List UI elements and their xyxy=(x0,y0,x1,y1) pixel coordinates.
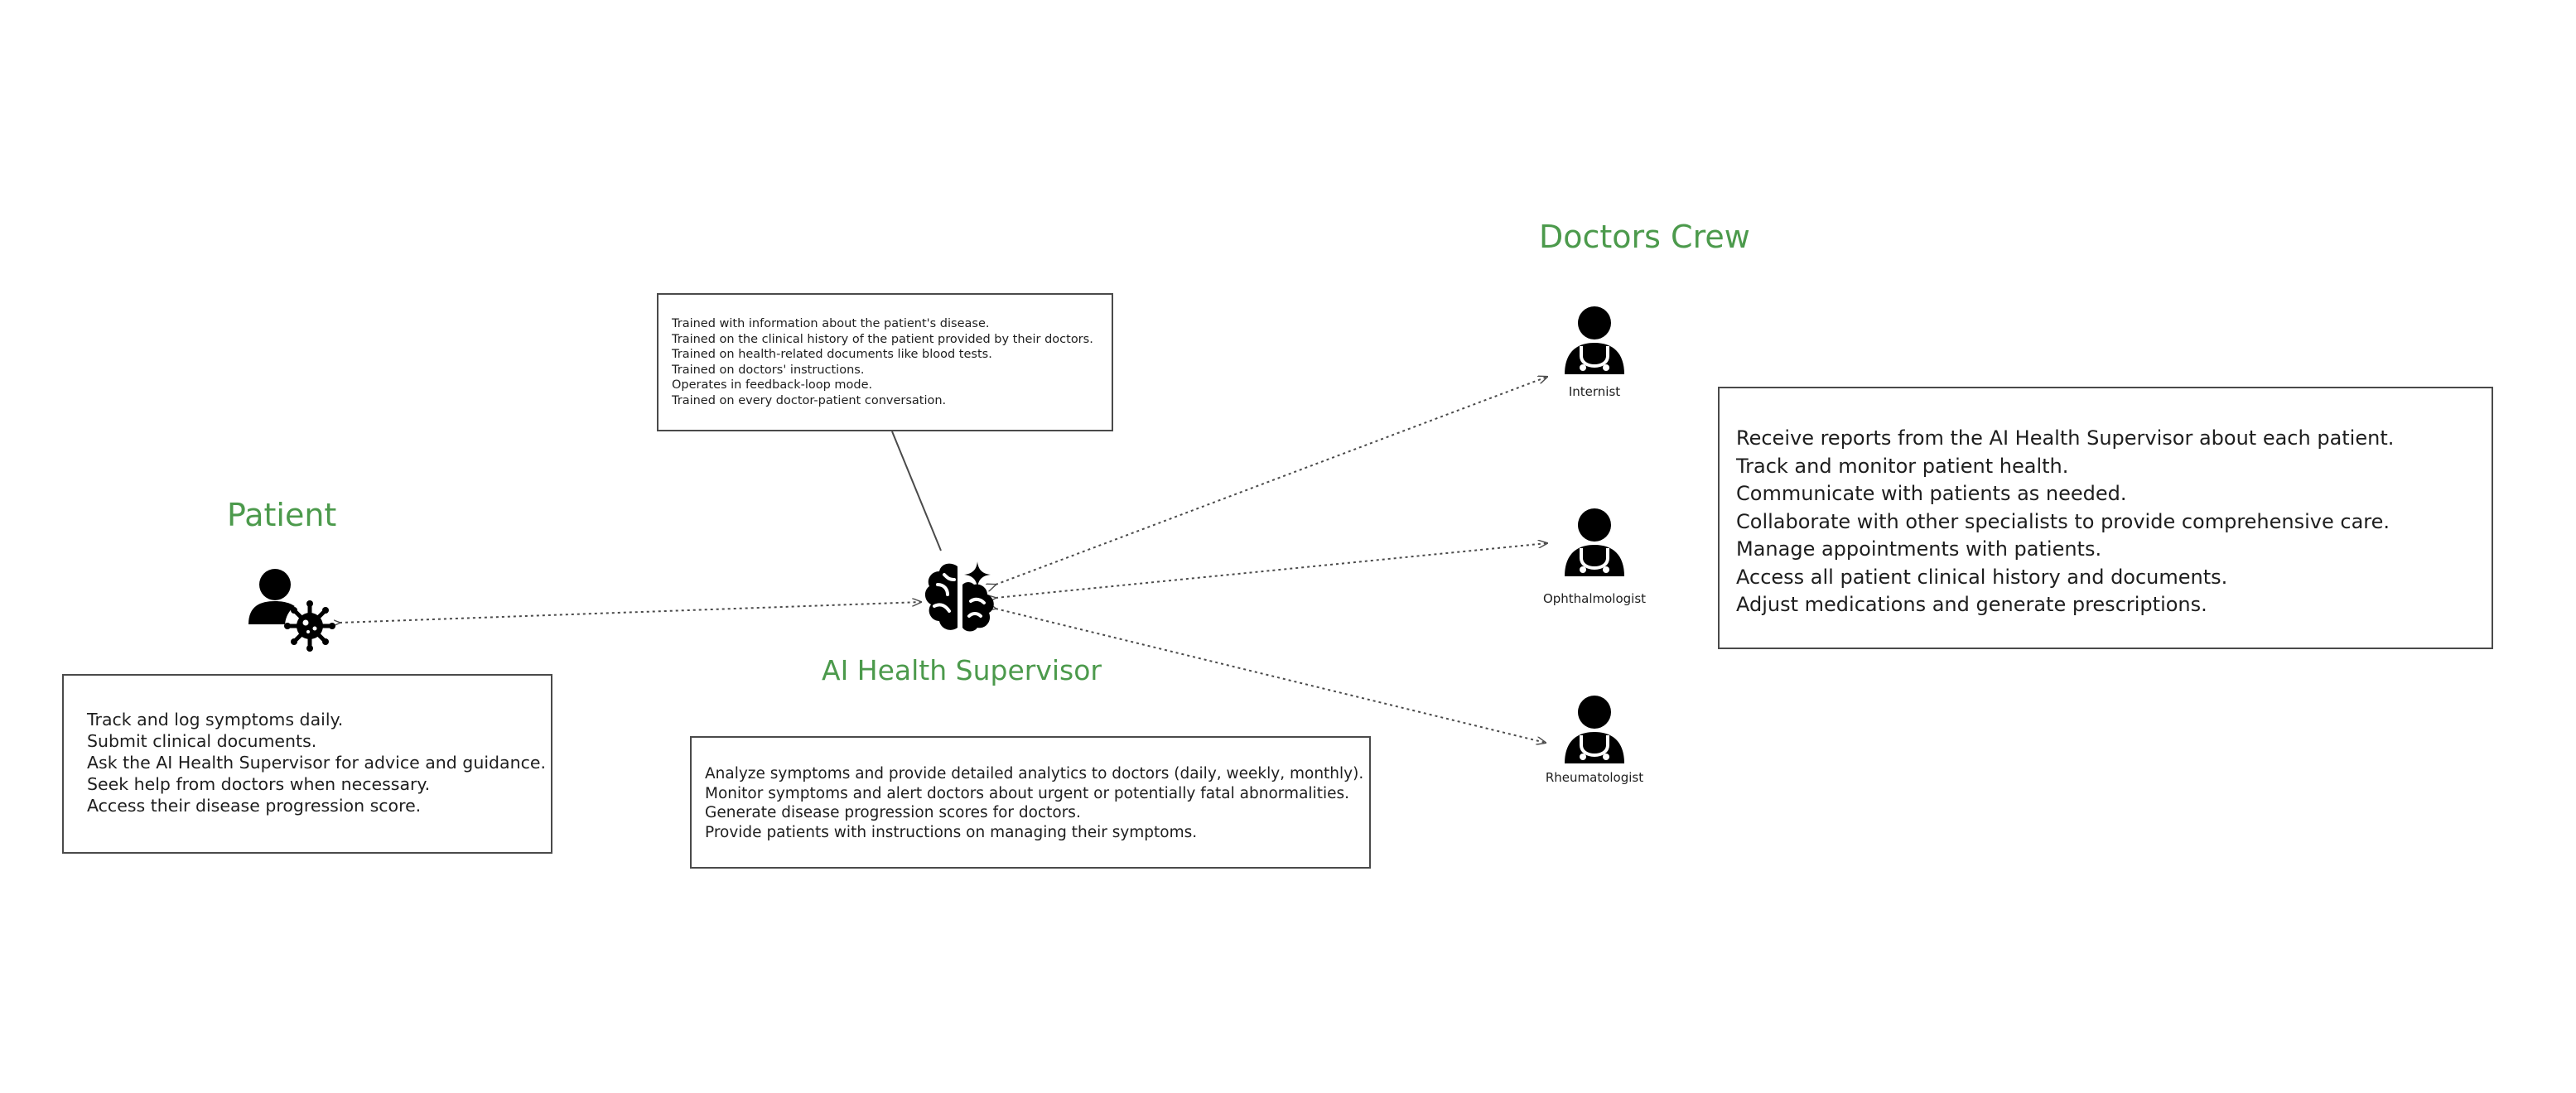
list-item: Communicate with patients as needed. xyxy=(1736,482,2127,505)
list-item: Trained on the clinical history of the p… xyxy=(672,332,1093,346)
patient-virus-icon xyxy=(245,565,338,654)
doctor-label-ophthalmologist: Ophthalmologist xyxy=(1542,591,1647,606)
list-item: Access all patient clinical history and … xyxy=(1736,565,2228,589)
list-item: Generate disease progression scores for … xyxy=(705,804,1081,821)
list-item: Manage appointments with patients. xyxy=(1736,537,2102,561)
patient-supervisor-arrow xyxy=(340,602,921,623)
list-item: Trained on doctors' instructions. xyxy=(672,363,865,377)
supervisor-functions-list: Analyze symptoms and provide detailed an… xyxy=(705,764,1369,842)
list-item: Seek help from doctors when necessary. xyxy=(87,774,431,794)
doctors-title: Doctors Crew xyxy=(1539,219,1750,255)
doctor-label-internist: Internist xyxy=(1568,384,1621,399)
doctors-responsibilities-list: Receive reports from the AI Health Super… xyxy=(1736,425,2492,619)
list-item: Trained on every doctor-patient conversa… xyxy=(672,393,947,407)
patient-title: Patient xyxy=(227,497,337,533)
training-note-connector xyxy=(891,431,942,551)
list-item: Trained with information about the patie… xyxy=(672,317,990,330)
supervisor-title: AI Health Supervisor xyxy=(822,654,1102,686)
patient-responsibilities-note: Track and log symptoms daily. Submit cli… xyxy=(62,674,552,854)
list-item: Ask the AI Health Supervisor for advice … xyxy=(87,753,546,773)
list-item: Collaborate with other specialists to pr… xyxy=(1736,509,2390,533)
supervisor-rheumatologist-arrow xyxy=(996,609,1546,743)
supervisor-training-list: Trained with information about the patie… xyxy=(672,316,1112,408)
supervisor-functions-note: Analyze symptoms and provide detailed an… xyxy=(690,736,1371,869)
list-item: Provide patients with instructions on ma… xyxy=(705,823,1198,841)
doctor-icon xyxy=(1563,694,1626,763)
list-item: Operates in feedback-loop mode. xyxy=(672,378,873,392)
doctor-icon xyxy=(1563,507,1626,576)
list-item: Receive reports from the AI Health Super… xyxy=(1736,426,2395,450)
brain-sparkle-icon xyxy=(923,560,999,633)
list-item: Trained on health-related documents like… xyxy=(672,348,992,361)
list-item: Track and monitor patient health. xyxy=(1736,454,2069,478)
doctors-responsibilities-note: Receive reports from the AI Health Super… xyxy=(1718,387,2493,649)
list-item: Analyze symptoms and provide detailed an… xyxy=(705,765,1364,782)
list-item: Submit clinical documents. xyxy=(87,731,317,751)
supervisor-ophthalmologist-arrow xyxy=(996,543,1547,598)
doctor-icon xyxy=(1563,305,1626,374)
list-item: Monitor symptoms and alert doctors about… xyxy=(705,784,1349,802)
list-item: Access their disease progression score. xyxy=(87,796,422,816)
supervisor-training-note: Trained with information about the patie… xyxy=(657,293,1113,431)
patient-responsibilities-list: Track and log symptoms daily. Submit cli… xyxy=(87,709,551,816)
doctor-label-rheumatologist: Rheumatologist xyxy=(1545,770,1644,785)
list-item: Adjust medications and generate prescrip… xyxy=(1736,593,2207,616)
list-item: Track and log symptoms daily. xyxy=(87,710,344,729)
